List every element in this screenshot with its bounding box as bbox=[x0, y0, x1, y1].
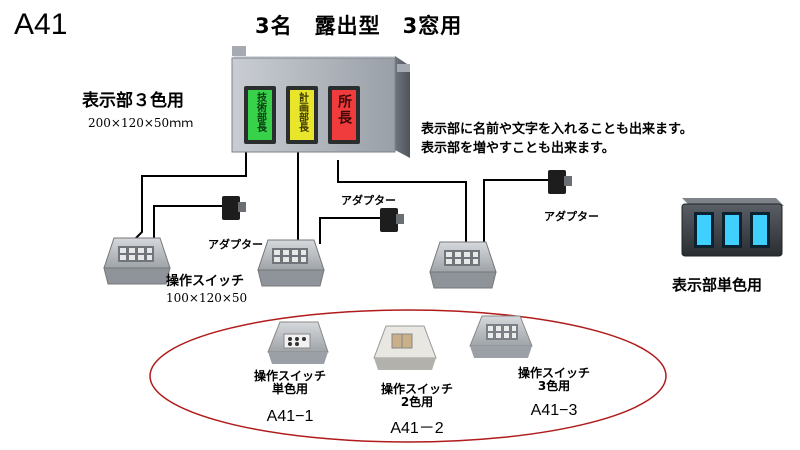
note-line-2: 表示部を増やすことも出来ます。 bbox=[421, 141, 615, 156]
option-2-line1: 操作スイッチ bbox=[380, 382, 453, 396]
display-window-3 bbox=[332, 90, 356, 140]
mono-window-1 bbox=[697, 215, 711, 245]
option-1-name: 操作スイッチ 単色用 bbox=[240, 370, 340, 396]
mono-window-2 bbox=[725, 215, 739, 245]
adapter-icon bbox=[380, 208, 404, 232]
mono-window-3 bbox=[753, 215, 767, 245]
display-box bbox=[231, 46, 410, 158]
wires bbox=[131, 150, 548, 251]
option-3-line2: 3色用 bbox=[537, 379, 571, 393]
option-2-code: A41－2 bbox=[390, 420, 444, 437]
adapter-label: アダプター bbox=[544, 210, 599, 223]
display-window-1 bbox=[248, 90, 272, 140]
adapter-icon bbox=[548, 170, 572, 194]
display-window-3-text: 所 長 bbox=[336, 94, 352, 124]
option-3-line1: 操作スイッチ bbox=[517, 366, 590, 380]
display-window-2 bbox=[290, 90, 314, 140]
option-1-line2: 単色用 bbox=[271, 382, 308, 396]
option-1-code: A41−1 bbox=[266, 408, 314, 425]
wire-left-adapter bbox=[153, 205, 222, 242]
option-2-line2: 2色用 bbox=[400, 395, 434, 409]
operation-switch bbox=[257, 239, 325, 287]
display-unit-dimensions: 200×120×50ｍｍ bbox=[88, 116, 194, 130]
wire-left bbox=[131, 150, 247, 243]
model-code: A41 bbox=[14, 8, 68, 41]
display-window-1-text: 技術 部長 bbox=[254, 92, 266, 132]
option-2-name: 操作スイッチ 2色用 bbox=[362, 383, 472, 409]
adapter-label: アダプター bbox=[208, 238, 263, 251]
page-title: 3名 露出型 3窓用 bbox=[255, 14, 463, 38]
options-ellipse bbox=[149, 309, 667, 443]
option-3-name: 操作スイッチ 3色用 bbox=[504, 367, 604, 393]
option-1-line1: 操作スイッチ bbox=[253, 369, 326, 383]
operation-switch bbox=[103, 237, 171, 285]
note-line-1: 表示部に名前や文字を入れることも出来ます。 bbox=[421, 122, 693, 137]
display-window-2-text: 計画 部長 bbox=[296, 92, 308, 132]
operation-switch bbox=[429, 241, 497, 289]
wire-mid-adapter bbox=[319, 217, 384, 244]
switch-mono-color bbox=[267, 321, 329, 364]
switch-dimensions: 100×120×50 bbox=[166, 291, 248, 305]
switch-three-color bbox=[469, 315, 533, 358]
switch-label: 操作スイッチ bbox=[166, 274, 245, 289]
mono-display-label: 表示部単色用 bbox=[672, 276, 763, 294]
display-unit-label: 表示部３色用 bbox=[82, 91, 184, 111]
mono-display-unit bbox=[681, 198, 784, 257]
switch-two-color bbox=[373, 325, 437, 370]
option-3-code: A41−3 bbox=[530, 402, 578, 419]
adapter-label: アダプター bbox=[341, 194, 396, 207]
wire-mid bbox=[289, 150, 299, 251]
wire-right-adapter bbox=[483, 179, 548, 244]
adapter-icon bbox=[222, 196, 246, 220]
